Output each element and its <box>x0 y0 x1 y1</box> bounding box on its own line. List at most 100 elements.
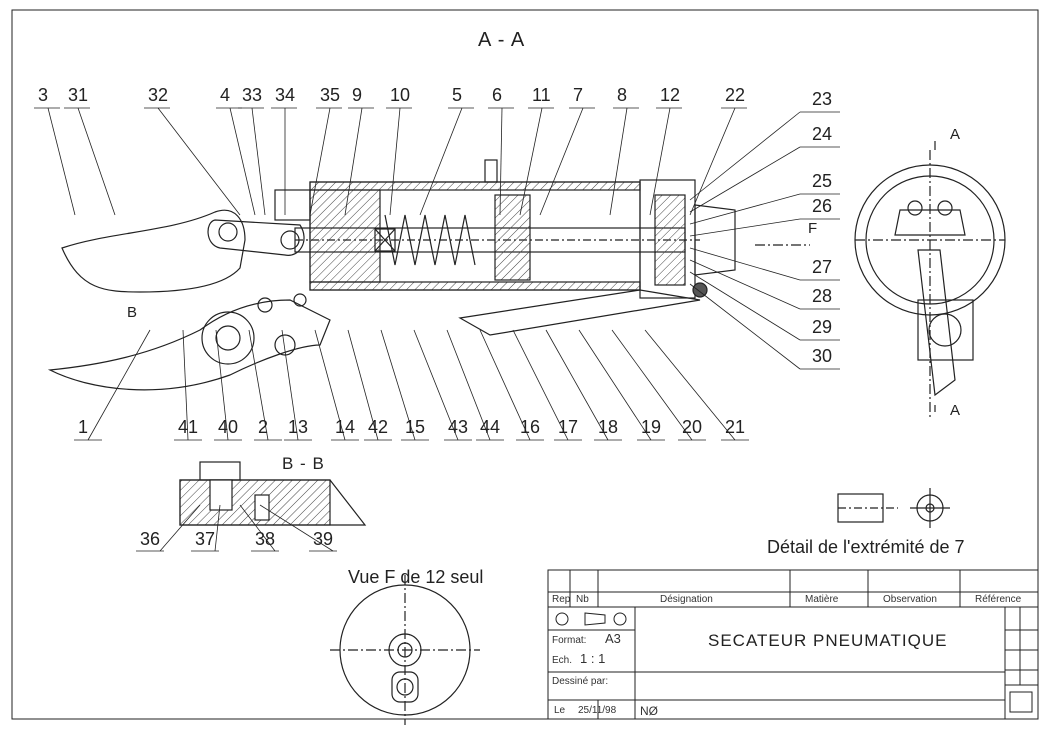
callout-bottom-2: 2 <box>258 417 269 437</box>
callout-top-35: 35 <box>320 85 341 105</box>
lower-blade <box>47 299 331 391</box>
arrow-b-label: B <box>127 304 138 321</box>
callout-bottom-44: 44 <box>480 417 501 437</box>
callout-leader <box>539 107 584 216</box>
callout-leader <box>87 329 151 441</box>
callout-leader <box>689 247 801 281</box>
detail-label: Détail de l'extrémité de 7 <box>767 537 965 557</box>
callout-leader <box>689 107 736 216</box>
callout-leader <box>689 111 801 201</box>
callout-right-26: 26 <box>812 196 833 216</box>
tb-drawn-by-label: Dessiné par: <box>552 676 609 687</box>
callout-bottom-17: 17 <box>558 417 579 437</box>
callout-bottom-15: 15 <box>405 417 426 437</box>
callout-leader <box>689 271 801 341</box>
tb-col-nb: Nb <box>576 594 589 605</box>
callout-leader <box>47 107 76 216</box>
callout-bb-36: 36 <box>140 529 161 549</box>
callout-top-32: 32 <box>148 85 169 105</box>
callout-leader <box>689 193 801 225</box>
callout-leader <box>446 329 491 441</box>
callout-bottom-14: 14 <box>335 417 356 437</box>
arrow-a-bottom-label: A <box>950 402 961 419</box>
callout-leader <box>644 329 736 441</box>
callout-leader <box>380 329 416 441</box>
callout-right-24: 24 <box>812 124 833 144</box>
callout-leader <box>182 329 189 441</box>
callout-leader <box>499 107 503 216</box>
callout-leader <box>609 107 628 216</box>
callout-top-9: 9 <box>352 85 363 105</box>
callout-top-33: 33 <box>242 85 263 105</box>
tb-scale-value: 1 : 1 <box>580 651 606 666</box>
callout-top-7: 7 <box>573 85 584 105</box>
callout-top-3: 3 <box>38 85 49 105</box>
pivot-bolt <box>201 311 255 365</box>
callout-leader <box>157 107 241 216</box>
callout-leader <box>248 329 269 441</box>
callout-leader <box>229 107 256 216</box>
callout-leader <box>649 107 671 216</box>
callout-right-30: 30 <box>812 346 833 366</box>
section-bb-label: B - B <box>282 454 325 473</box>
callout-leader <box>413 329 459 441</box>
callout-bb-39: 39 <box>313 529 334 549</box>
callout-bottom-21: 21 <box>725 417 746 437</box>
callout-leader <box>281 329 299 441</box>
spring <box>384 214 476 266</box>
callout-bb-38: 38 <box>255 529 276 549</box>
tb-col-designation: Désignation <box>660 594 713 605</box>
handle <box>458 289 701 336</box>
callout-leader <box>578 329 652 441</box>
upper-blade <box>61 209 246 293</box>
section-aa-label: A - A <box>478 29 526 51</box>
callout-leader <box>214 504 221 552</box>
callout-leader <box>519 107 543 216</box>
tb-format-value: A3 <box>605 631 621 646</box>
callout-top-31: 31 <box>68 85 89 105</box>
callout-top-10: 10 <box>390 85 411 105</box>
callout-top-22: 22 <box>725 85 746 105</box>
callout-leader <box>159 504 201 552</box>
callout-leader <box>344 107 363 216</box>
tb-col-reference: Référence <box>975 594 1022 605</box>
callout-leader <box>259 504 334 552</box>
callout-right-23: 23 <box>812 89 833 109</box>
callout-right-28: 28 <box>812 286 833 306</box>
callout-top-12: 12 <box>660 85 681 105</box>
tb-col-observation: Observation <box>883 594 937 605</box>
callout-right-29: 29 <box>812 317 833 337</box>
callout-leader <box>512 329 569 441</box>
callout-leader <box>77 107 116 216</box>
callout-leader <box>309 107 331 216</box>
callout-leader <box>419 107 463 216</box>
piston <box>494 194 531 281</box>
callout-leader <box>347 329 379 441</box>
callout-bottom-18: 18 <box>598 417 619 437</box>
callout-bottom-1: 1 <box>78 417 89 437</box>
tb-number-label: NØ <box>640 704 658 718</box>
arrow-f-label: F <box>808 220 818 237</box>
callout-leader <box>389 107 401 216</box>
callout-bottom-19: 19 <box>641 417 662 437</box>
tb-date-value: 25/11/98 <box>578 705 617 716</box>
callout-right-25: 25 <box>812 171 833 191</box>
callout-leader <box>689 146 801 213</box>
callout-top-4: 4 <box>220 85 231 105</box>
callout-bottom-40: 40 <box>218 417 239 437</box>
callout-leader <box>479 329 531 441</box>
link-arm <box>207 219 305 256</box>
callout-bottom-16: 16 <box>520 417 541 437</box>
tb-scale-label: Ech. <box>552 655 573 666</box>
callout-top-5: 5 <box>452 85 463 105</box>
callout-top-6: 6 <box>492 85 503 105</box>
callout-top-8: 8 <box>617 85 628 105</box>
view-f-label: Vue F de 12 seul <box>348 567 484 587</box>
callout-leader <box>314 329 346 441</box>
callout-leader <box>611 329 693 441</box>
tb-col-matiere: Matière <box>805 594 839 605</box>
tb-col-rep: Rep <box>552 594 571 605</box>
tb-date-label: Le <box>554 705 566 716</box>
